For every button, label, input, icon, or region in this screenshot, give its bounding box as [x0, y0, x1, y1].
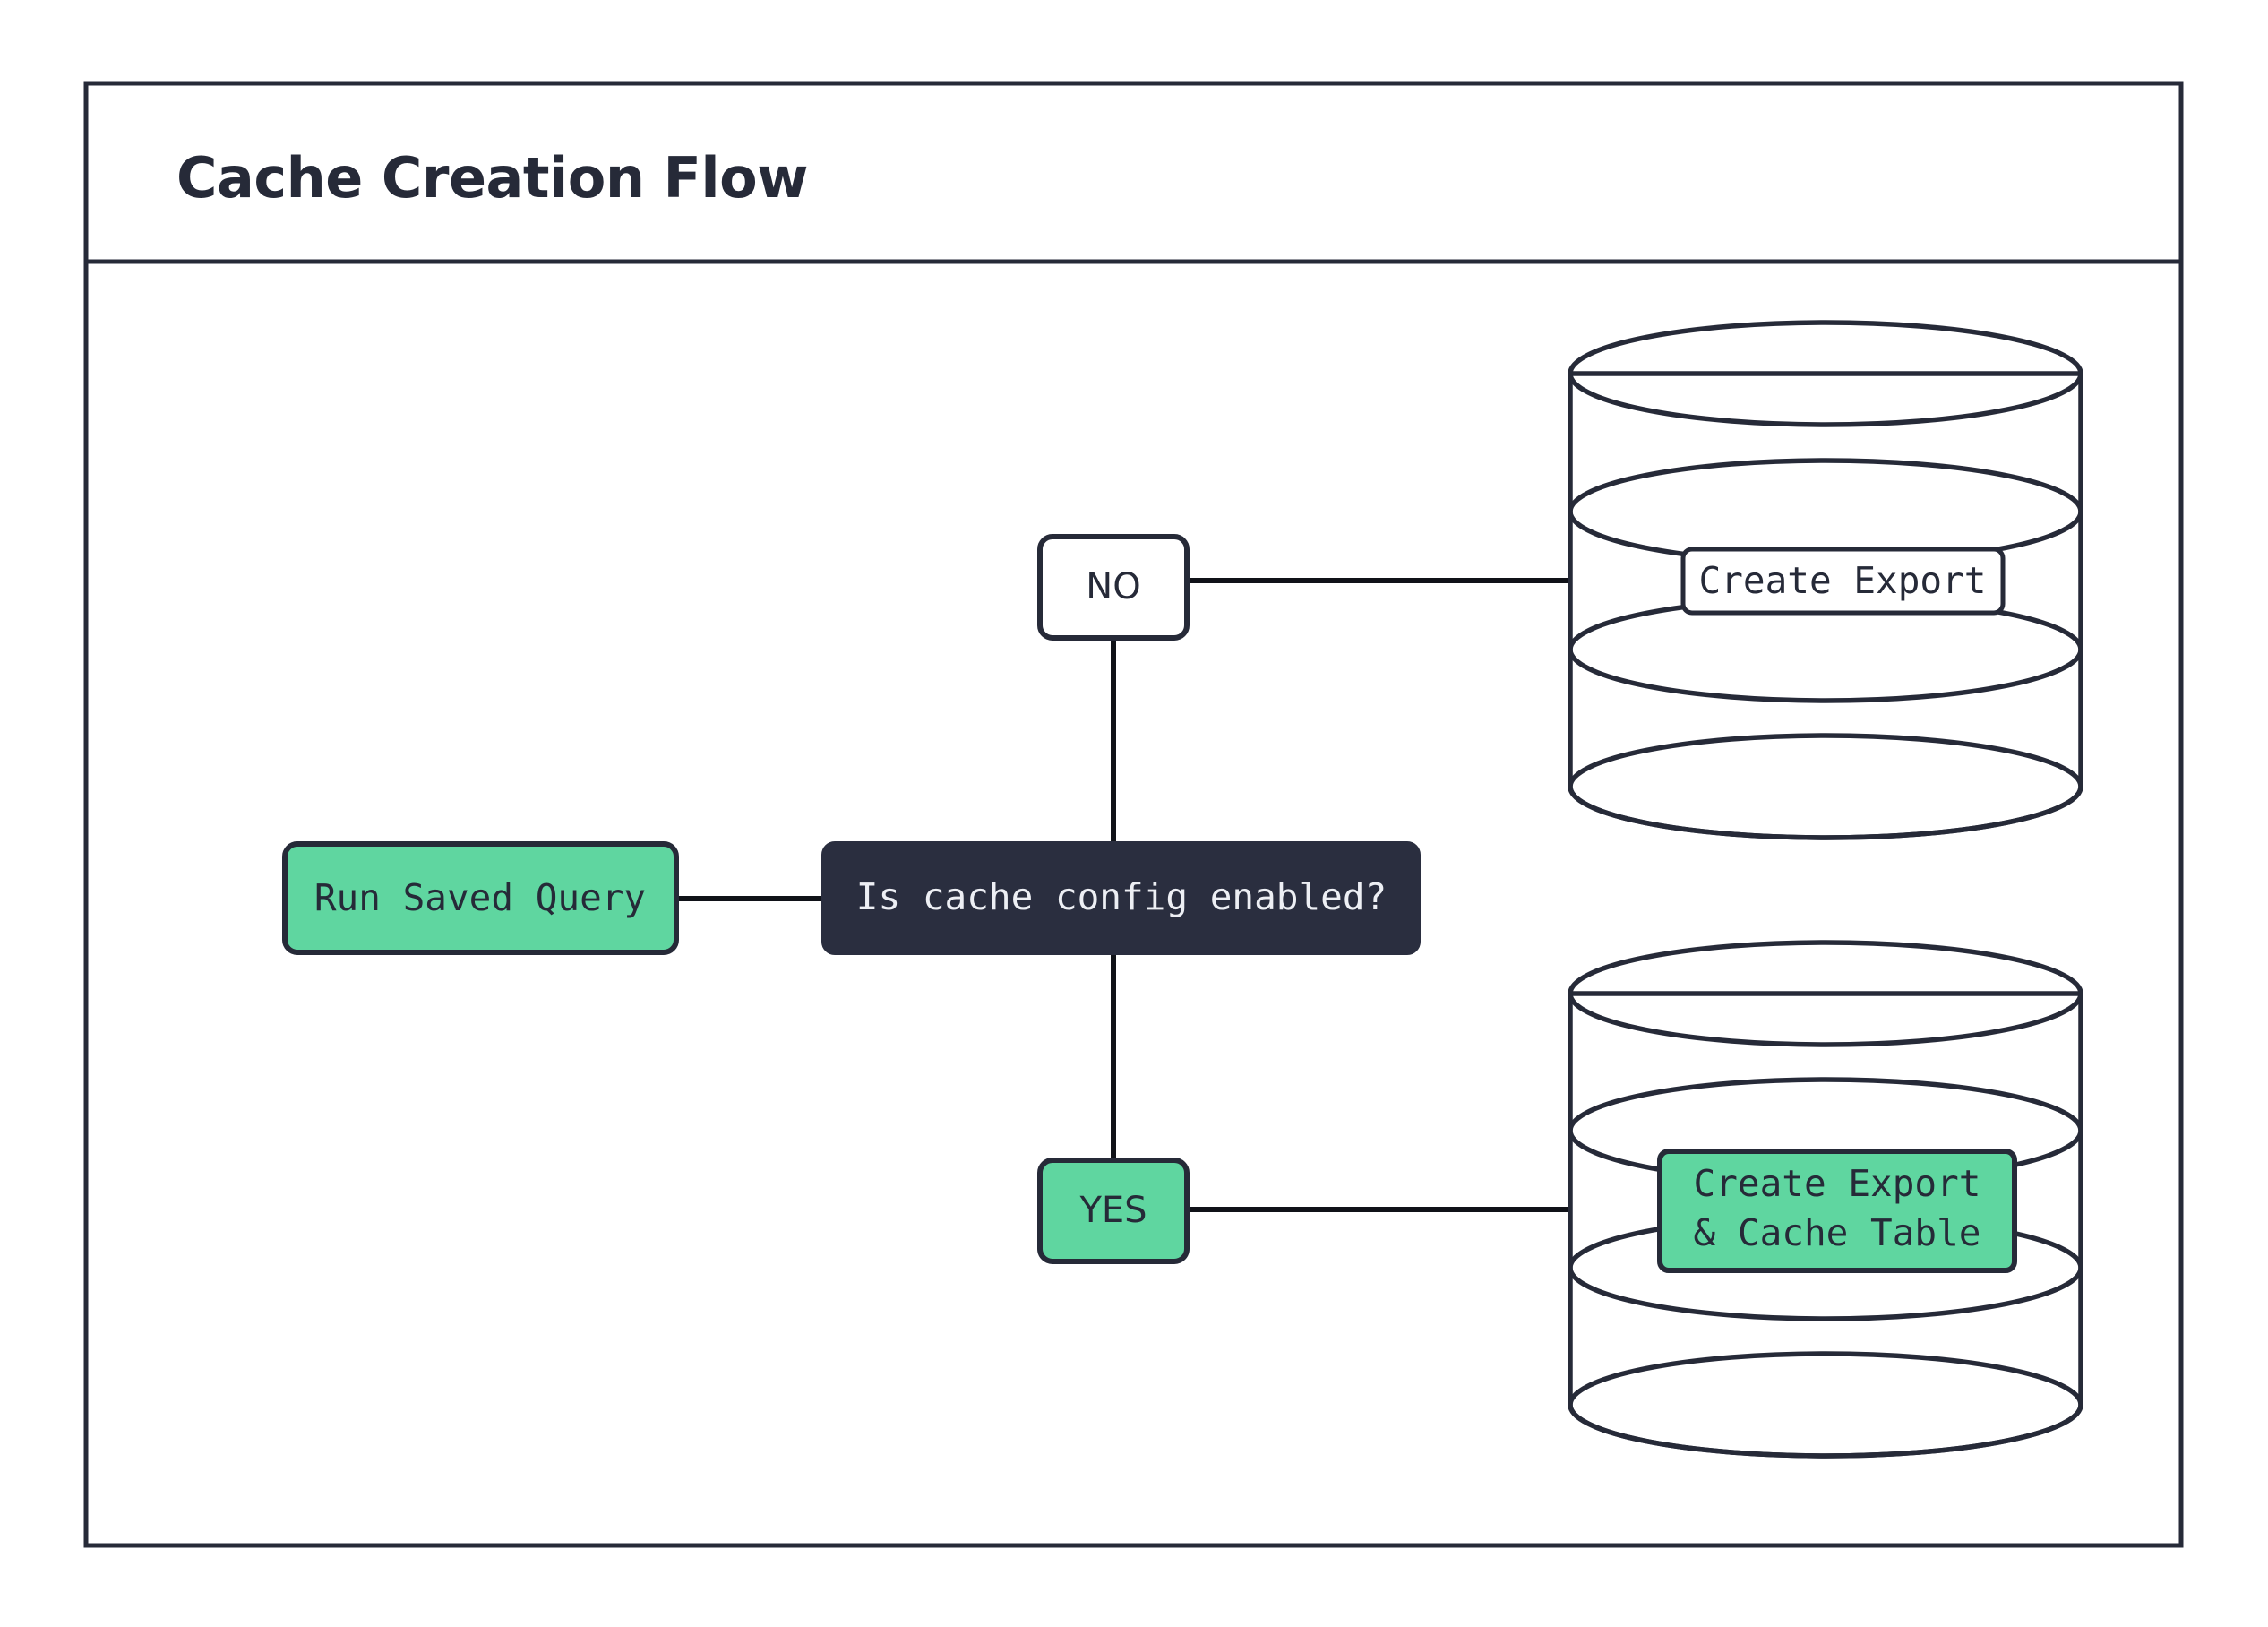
decision-box [821, 841, 1421, 955]
cylinder-ellipse-4 [1568, 1351, 2083, 1459]
branch-no-box [1037, 534, 1190, 641]
cylinder-ellipse-1 [1568, 320, 2083, 427]
node-branch-no[interactable]: NO [1037, 534, 1190, 641]
run-saved-query-box [282, 841, 679, 955]
edge-group [676, 578, 1576, 1212]
page-title: Cache Creation Flow [176, 145, 808, 211]
cylinder-ellipse-1 [1568, 940, 2083, 1047]
branch-yes-label: YES [1078, 1190, 1147, 1231]
create-export-cache-table-label-line2: & Cache Table [1694, 1211, 1981, 1254]
create-export-label-box [1680, 547, 2006, 616]
create-export-cache-table-label-line1: Create Export [1694, 1162, 1981, 1205]
branch-no-label: NO [1086, 566, 1140, 607]
node-create-export-cache-table[interactable]: Create Export & Cache Table [1568, 940, 2083, 1459]
decision-label: Is cache config enabled? [856, 875, 1387, 918]
node-branch-yes[interactable]: YES [1037, 1158, 1190, 1264]
create-export-label: Create Export [1699, 559, 1987, 602]
create-export-cache-table-label-box [1657, 1149, 2017, 1273]
cylinder-ellipse-4 [1568, 733, 2083, 840]
node-is-cache-config-enabled[interactable]: Is cache config enabled? [821, 841, 1421, 955]
node-create-export[interactable]: Create Export [1568, 320, 2083, 840]
branch-yes-box [1037, 1158, 1190, 1264]
run-saved-query-label: Run Saved Query [314, 876, 646, 919]
node-run-saved-query[interactable]: Run Saved Query [282, 841, 679, 955]
